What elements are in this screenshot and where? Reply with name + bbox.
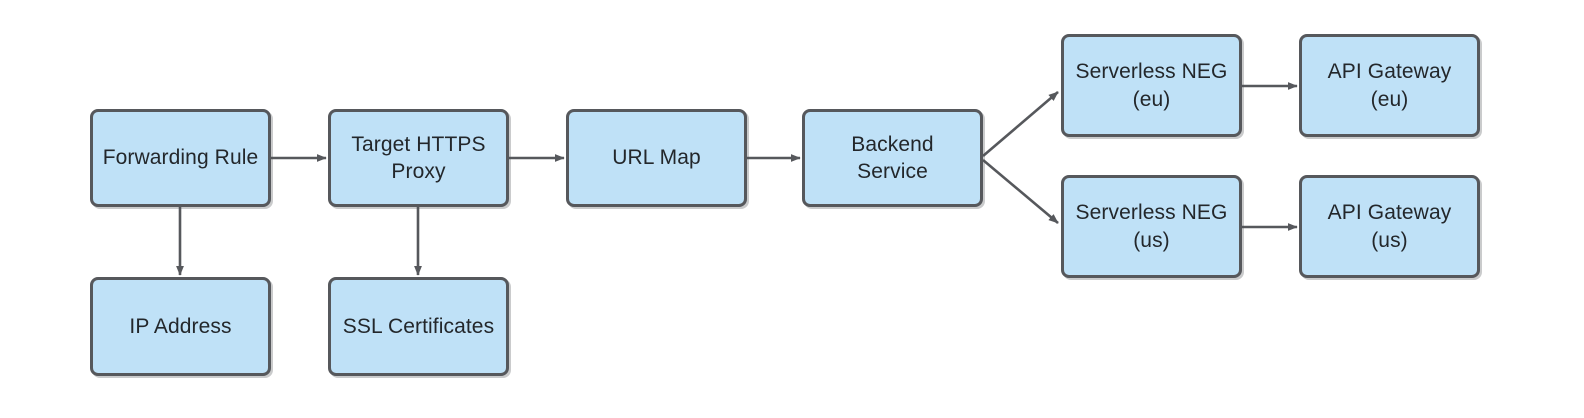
node-serverless-neg-eu[interactable]: Serverless NEG (eu) [1061,34,1242,137]
edge-backend-service-to-serverless-neg-us [982,159,1059,224]
node-label: Serverless NEG (eu) [1075,60,1228,111]
node-target-https-proxy[interactable]: Target HTTPS Proxy [328,109,509,207]
node-label: API Gateway (eu) [1327,60,1452,111]
node-label: API Gateway (us) [1327,201,1452,252]
edge-backend-service-to-serverless-neg-eu [982,91,1059,157]
node-label: SSL Certificates [342,314,495,338]
node-ip-address[interactable]: IP Address [90,277,271,376]
node-backend-service[interactable]: Backend Service [802,109,983,207]
node-url-map[interactable]: URL Map [566,109,747,207]
node-serverless-neg-us[interactable]: Serverless NEG (us) [1061,175,1242,278]
node-api-gateway-us[interactable]: API Gateway (us) [1299,175,1480,278]
node-forwarding-rule[interactable]: Forwarding Rule [90,109,271,207]
node-label: Backend Service [851,132,934,183]
node-label: URL Map [612,146,701,170]
node-label: Serverless NEG (us) [1075,201,1228,252]
node-label: Target HTTPS Proxy [351,132,486,183]
node-label: IP Address [129,314,232,338]
node-label: Forwarding Rule [102,146,259,170]
node-ssl-certificates[interactable]: SSL Certificates [328,277,509,376]
node-api-gateway-eu[interactable]: API Gateway (eu) [1299,34,1480,137]
